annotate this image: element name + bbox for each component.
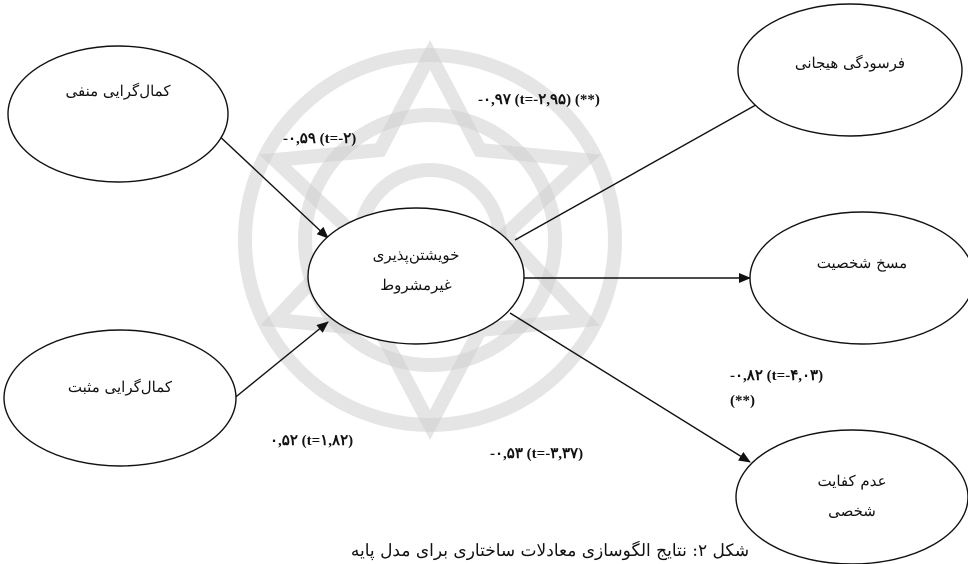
arrow-pos-to-usa <box>231 321 329 401</box>
node-label: خویشتن‌پذیری <box>373 246 460 264</box>
node-label: مسخ شخصیت <box>817 254 907 272</box>
node-label: کمال‌گرایی منفی <box>66 82 172 100</box>
node-negative-perfectionism: کمال‌گرایی منفی <box>7 45 229 183</box>
node-label: کمال‌گرایی مثبت <box>68 378 173 396</box>
figure-caption: شکل ۲: نتایج الگوسازی معادلات ساختاری بر… <box>351 540 749 561</box>
node-emotional-exhaustion: فرسودگی هیجانی <box>737 3 963 137</box>
path-arrows <box>214 96 771 463</box>
coef-neg-to-usa: -۰,۵۹ (t=-۲) <box>283 131 356 147</box>
node-label: غیرمشروط <box>380 276 452 294</box>
node-label: عدم کفایت <box>817 472 886 490</box>
coef-pos-to-usa: ۰,۵۲ (t=۱,۸۲) <box>270 433 353 449</box>
arrow-usa-to-exhaustion <box>514 96 771 241</box>
arrow-usa-to-inefficacy <box>509 312 751 463</box>
node-depersonalization: مسخ شخصیت <box>749 211 968 345</box>
node-positive-perfectionism: کمال‌گرایی مثبت <box>3 329 237 467</box>
coef-usa-to-depersonalization-sig: (**) <box>730 393 755 409</box>
arrow-neg-to-usa <box>214 131 329 239</box>
coef-usa-to-inefficacy: -۰,۵۳ (t=-۳,۳۷) <box>490 446 583 462</box>
coef-usa-to-depersonalization: -۰,۸۲ (t=-۴,۰۳) <box>730 368 823 384</box>
node-unconditional-self-acceptance: خویشتن‌پذیری غیرمشروط <box>307 207 525 345</box>
node-personal-inefficacy: عدم کفایت شخصی <box>735 429 968 564</box>
coef-usa-to-exhaustion: -۰,۹۷ (t=-۲,۹۵) (**) <box>478 92 600 108</box>
node-label: فرسودگی هیجانی <box>795 54 905 72</box>
node-label: شخصی <box>828 502 876 520</box>
